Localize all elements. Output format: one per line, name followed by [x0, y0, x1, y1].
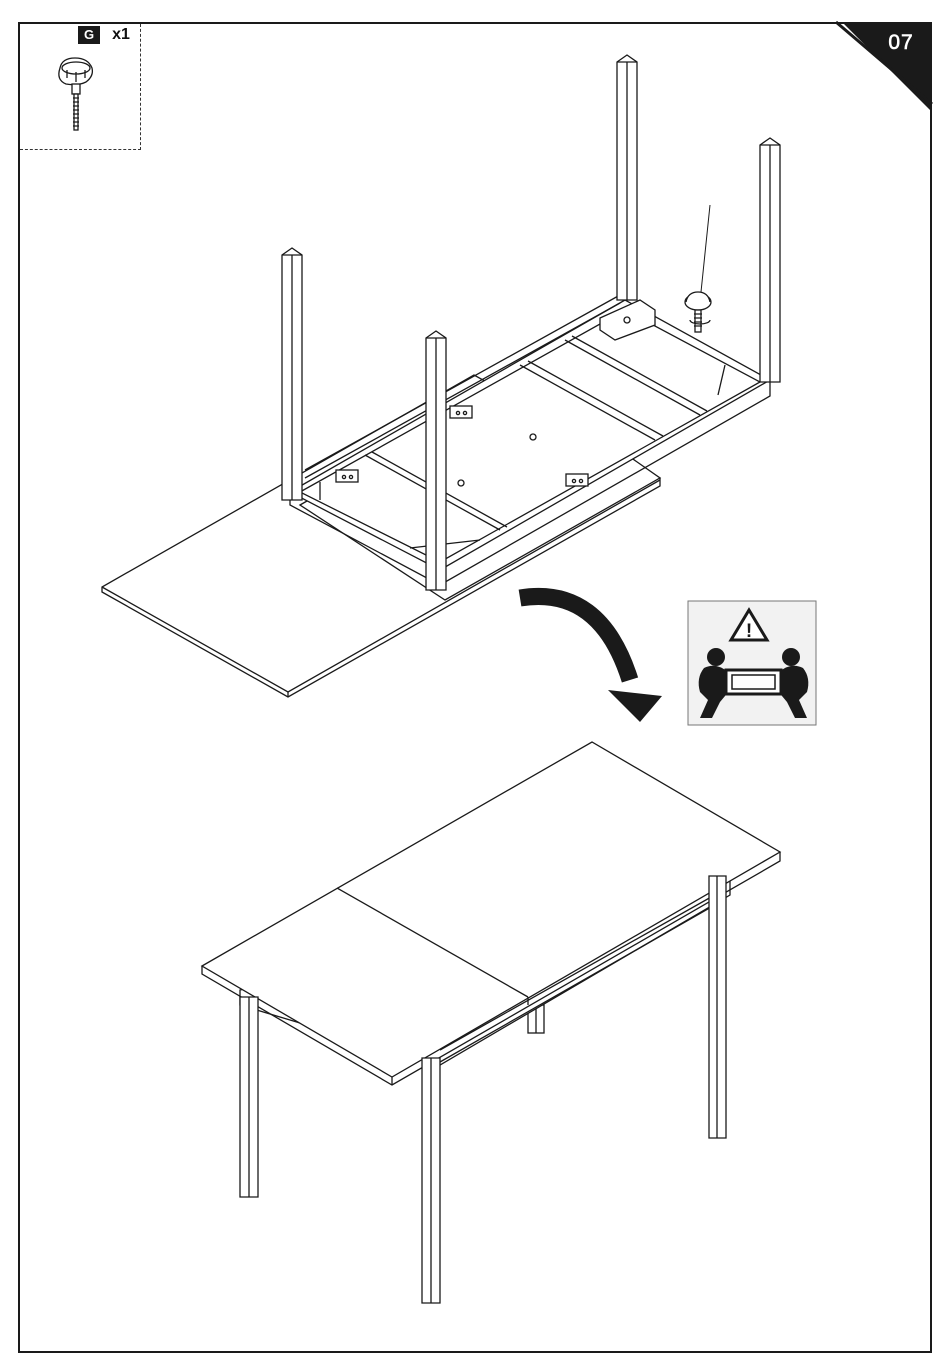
table-upside-down [102, 55, 780, 697]
step-number: 07 [878, 28, 924, 58]
knob-screw-icon [59, 58, 93, 130]
table-upright [202, 742, 780, 1303]
warning-symbol: ! [746, 621, 752, 642]
curved-arrow-icon [520, 596, 662, 722]
two-person-lift-icon: ! [688, 601, 816, 725]
